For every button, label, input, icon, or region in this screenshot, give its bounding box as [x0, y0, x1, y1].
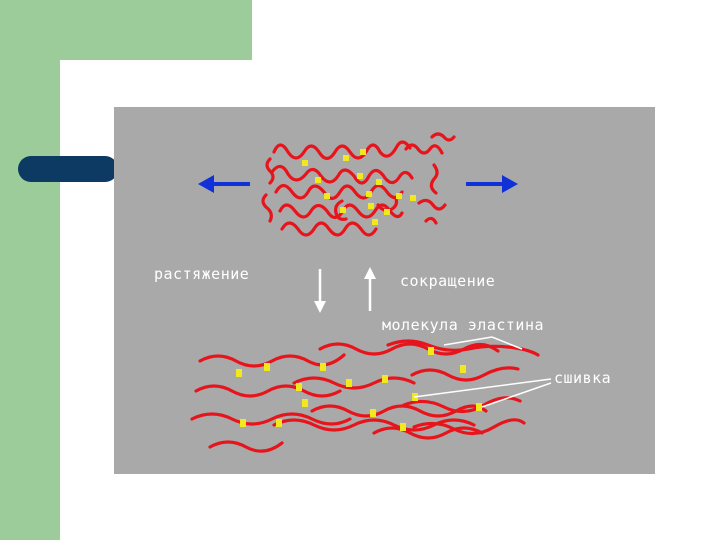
coiled-fibers	[263, 134, 454, 235]
decor-navy-bar	[18, 156, 118, 182]
arrow-right-icon	[466, 175, 518, 193]
arrow-left-icon	[198, 175, 250, 193]
label-contract: сокращение	[400, 274, 495, 289]
elastin-diagram	[114, 107, 655, 474]
decor-green-strip	[0, 0, 60, 540]
label-molecule: молекула эластина	[382, 318, 544, 333]
label-stretch: растяжение	[154, 267, 249, 282]
elastin-diagram-panel: растяжение сокращение молекула эластина …	[114, 107, 655, 474]
arrow-down-icon	[314, 269, 326, 313]
stretched-fibers	[192, 341, 538, 451]
arrow-up-icon	[364, 267, 376, 311]
label-crosslink: сшивка	[554, 371, 611, 386]
